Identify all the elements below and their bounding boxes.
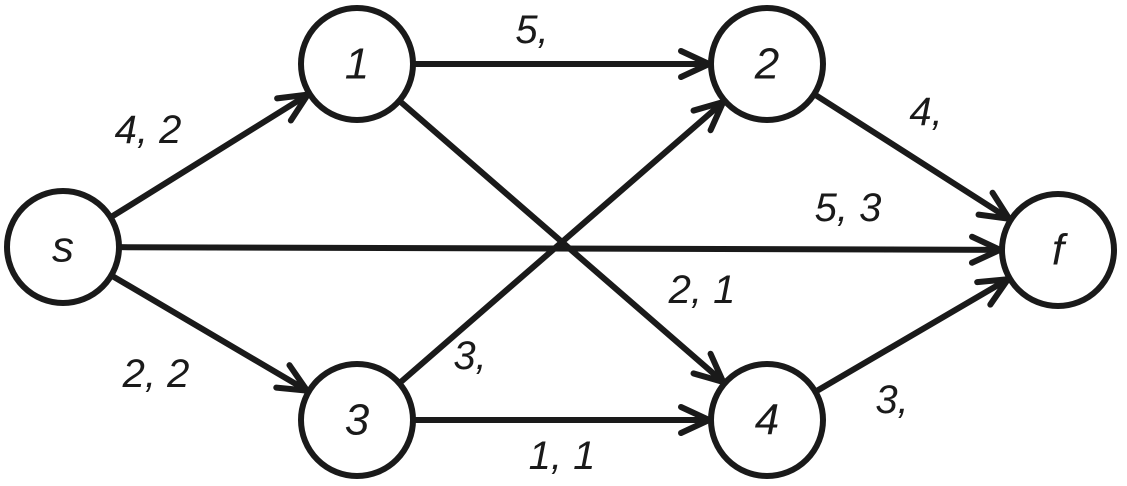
node-label-4: 4	[755, 396, 779, 445]
edge-line	[109, 91, 311, 220]
node-circle	[708, 361, 826, 479]
edge-line	[812, 92, 1013, 222]
node-1: 1	[298, 5, 416, 123]
edge-label-s-1: 4, 2	[115, 108, 182, 152]
edge-line	[109, 273, 311, 394]
node-s: s	[4, 188, 122, 306]
edge-4-to-f	[814, 276, 1011, 394]
node-label-s: s	[52, 223, 74, 272]
edge-label-s-f: 5, 3	[815, 186, 882, 230]
node-4: 4	[708, 361, 826, 479]
node-2: 2	[708, 5, 826, 123]
edge-label-1-4: 2, 1	[668, 268, 736, 312]
edge-label-3-2: 3,	[453, 334, 486, 378]
edge-1-to-2	[412, 48, 712, 80]
node-circle	[708, 5, 826, 123]
edge-label-3-4: 1, 1	[529, 434, 596, 478]
edge-line	[117, 244, 1004, 253]
node-circle	[999, 191, 1117, 309]
edge-line	[397, 99, 727, 385]
node-circle	[4, 188, 122, 306]
edges-layer	[109, 48, 1013, 436]
edge-labels-layer: 4, 2 5, 3 2, 2 5, 2, 1 3, 1, 1 4, 3,	[115, 8, 943, 478]
node-label-2: 2	[754, 40, 779, 89]
node-f: f	[999, 191, 1117, 309]
node-label-3: 3	[345, 396, 370, 445]
edge-line	[814, 276, 1011, 394]
nodes-layer: s 1 2 3 4 f	[4, 5, 1117, 479]
edge-label-1-2: 5,	[515, 8, 548, 52]
node-circle	[298, 361, 416, 479]
edge-label-2-f: 4,	[909, 90, 942, 134]
edge-3-to-4	[412, 404, 712, 436]
edge-label-4-f: 3,	[875, 378, 908, 422]
node-3: 3	[298, 361, 416, 479]
node-label-1: 1	[345, 40, 369, 89]
edge-label-s-3: 2, 2	[122, 352, 190, 396]
node-circle	[298, 5, 416, 123]
